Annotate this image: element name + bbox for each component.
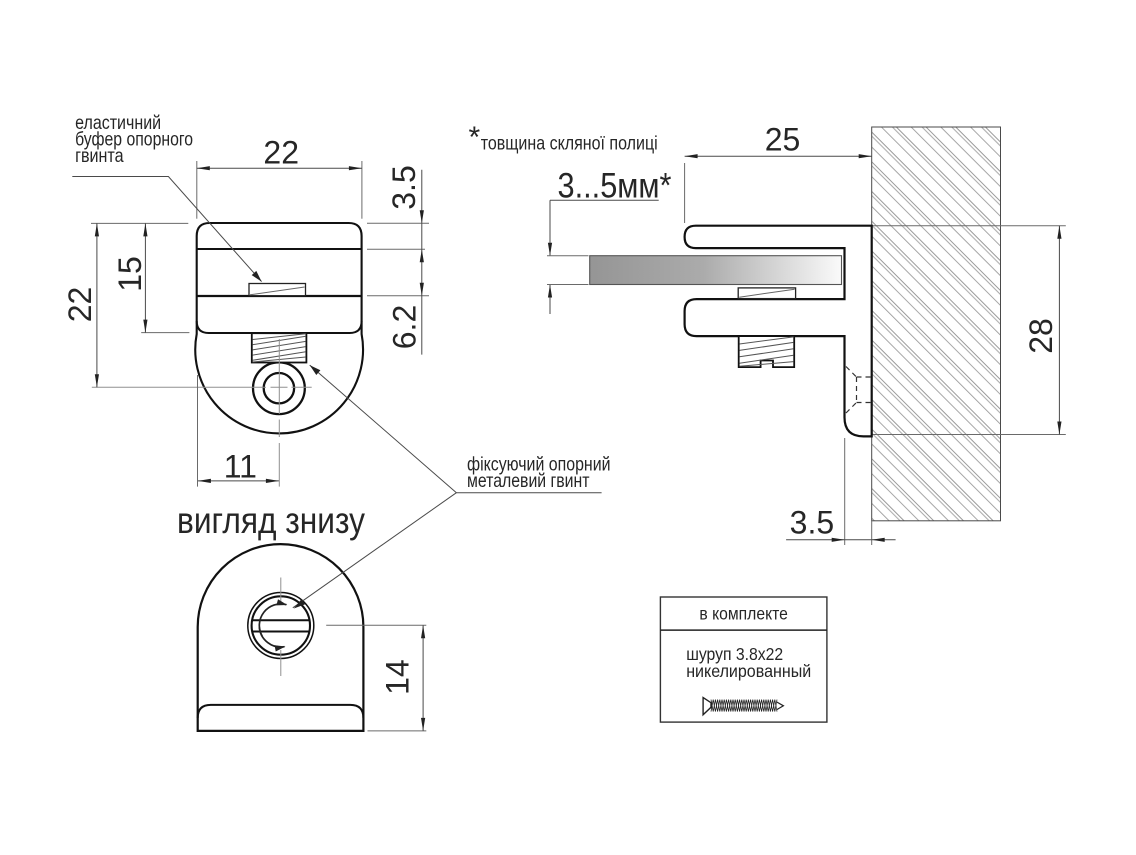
svg-text:фіксуючий опорний: фіксуючий опорний <box>467 453 611 475</box>
svg-text:в комплекте: в комплекте <box>699 603 788 623</box>
svg-text:3.5: 3.5 <box>790 504 834 540</box>
svg-text:11: 11 <box>224 448 257 484</box>
svg-text:гвинта: гвинта <box>75 145 124 167</box>
svg-text:22: 22 <box>62 287 98 323</box>
svg-text:15: 15 <box>112 256 148 292</box>
svg-text:28: 28 <box>1023 318 1059 354</box>
svg-text:3.5: 3.5 <box>386 165 422 209</box>
svg-text:никелированный: никелированный <box>686 661 811 681</box>
svg-text:22: 22 <box>263 134 299 170</box>
svg-text:товщина скляної полиці: товщина скляної полиці <box>481 133 658 155</box>
svg-text:*: * <box>469 121 481 154</box>
svg-text:25: 25 <box>765 121 801 157</box>
svg-text:14: 14 <box>380 659 416 695</box>
svg-text:вигляд знизу: вигляд знизу <box>177 500 365 541</box>
svg-text:буфер опорного: буфер опорного <box>75 129 193 151</box>
svg-text:3...5мм*: 3...5мм* <box>558 167 672 206</box>
svg-text:6.2: 6.2 <box>387 305 423 349</box>
svg-text:металевий гвинт: металевий гвинт <box>467 470 590 492</box>
svg-text:еластичний: еластичний <box>75 112 161 134</box>
svg-text:шуруп 3.8x22: шуруп 3.8x22 <box>686 644 783 664</box>
